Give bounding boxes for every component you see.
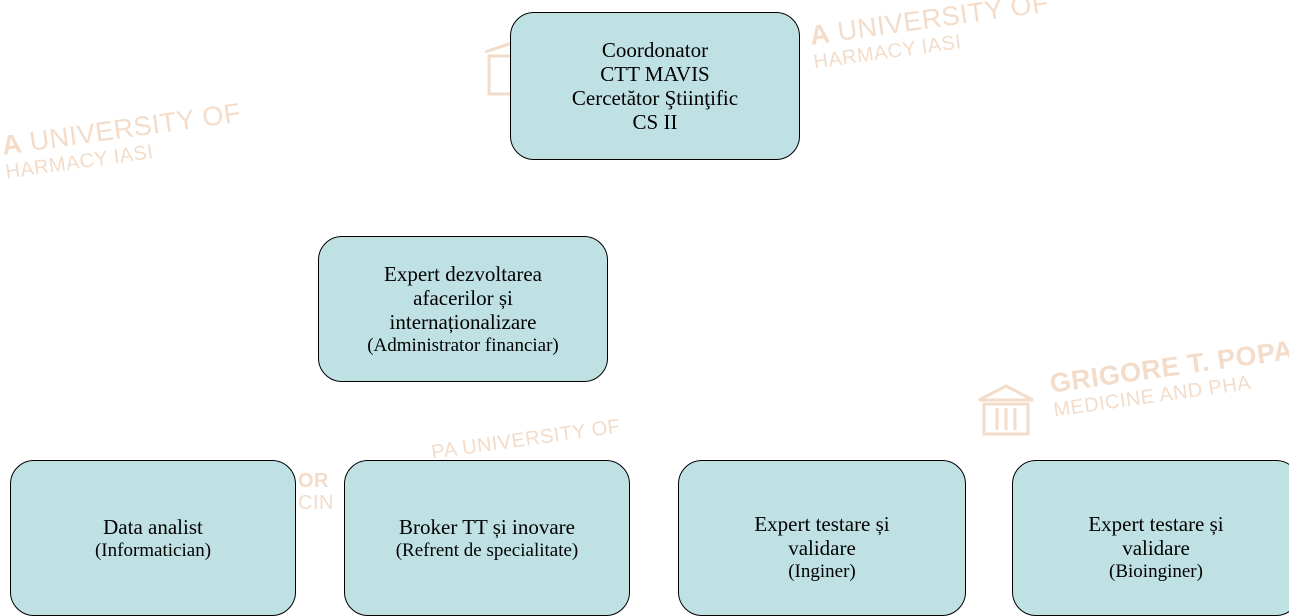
node-testing-bioengineer: Expert testare și validare (Bioinginer) (1012, 460, 1289, 616)
watermark-prefix: A (0, 128, 24, 161)
node-coordinator: Coordonator CTT MAVIS Cercetător Ştiinţi… (510, 12, 800, 160)
node-testing-engineer: Expert testare și validare (Inginer) (678, 460, 966, 616)
watermark-text: OR (298, 470, 329, 492)
node-line: Cercetător Ştiinţific (571, 86, 739, 110)
watermark-text: UNIVERSITY OF (835, 0, 1051, 47)
node-role: (Administrator financiar) (367, 334, 559, 356)
watermark-text: HARMACY IASI (812, 30, 963, 74)
node-line: Expert testare și (754, 512, 890, 536)
node-broker: Broker TT și inovare (Refrent de special… (344, 460, 630, 616)
watermark-text: UNIVERSITY OF (27, 97, 243, 157)
watermark-top-center: A UNIVERSITY OF HARMACY IASI (808, 0, 1054, 73)
watermark-prefix: A (807, 18, 832, 51)
node-line: Expert testare și (1088, 512, 1224, 536)
node-line: Expert dezvoltarea (384, 261, 542, 286)
node-line: Coordonator (601, 38, 709, 62)
node-line: Data analist (103, 514, 203, 539)
node-role: (Refrent de specialitate) (395, 539, 579, 561)
watermark-brand-right: GRIGORE T. POPA U MEDICINE AND PHA (1048, 332, 1289, 421)
watermark-text: CIN (298, 492, 334, 514)
watermark-text: PA UNIVERSITY OF (430, 415, 622, 464)
node-line: validare (788, 536, 856, 560)
node-line: CS II (632, 110, 678, 134)
node-data-analyst: Data analist (Informatician) (10, 460, 296, 616)
watermark-left: A UNIVERSITY OF HARMACY IASI (0, 97, 246, 184)
node-line: afacerilor și (413, 285, 513, 310)
node-role: (Inginer) (788, 561, 856, 582)
watermark-text: HARMACY IASI (4, 140, 155, 184)
watermark-brand: GRIGORE T. POPA (1047, 334, 1289, 399)
node-line: internaționalizare (389, 309, 537, 334)
university-logo-watermark (978, 384, 1034, 436)
node-line: Broker TT și inovare (399, 514, 575, 539)
node-line: validare (1122, 536, 1190, 560)
watermark-text: MEDICINE AND PHA (1052, 371, 1253, 422)
node-role: (Informatician) (94, 539, 212, 561)
node-business-expert: Expert dezvoltarea afacerilor și interna… (318, 236, 608, 382)
node-role: (Bioinginer) (1109, 561, 1203, 582)
watermark-middle-left: OR CIN (298, 470, 334, 514)
watermark-middle: PA UNIVERSITY OF (430, 415, 622, 463)
node-line: CTT MAVIS (600, 62, 710, 86)
